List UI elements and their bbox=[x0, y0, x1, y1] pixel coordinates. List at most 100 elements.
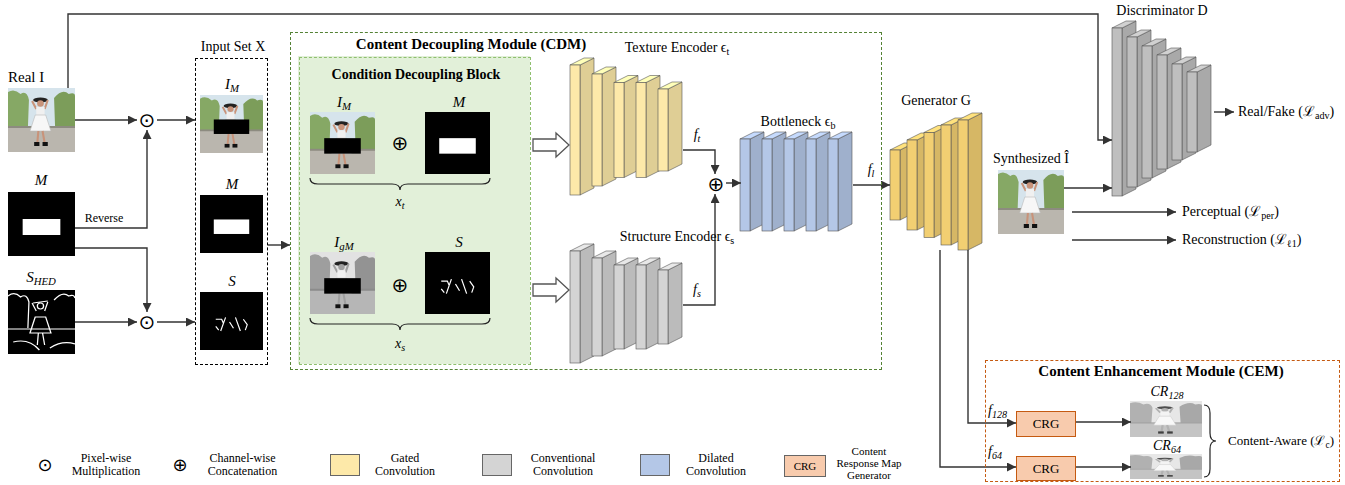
edge-label: Reverse bbox=[83, 211, 126, 226]
layer-stack bbox=[890, 113, 982, 250]
response-map-thumbnail bbox=[1130, 401, 1202, 437]
math-label: f bbox=[988, 403, 992, 418]
layer-front bbox=[958, 120, 968, 250]
layer-front bbox=[806, 139, 816, 231]
operator-symbol: ⊕ bbox=[392, 131, 409, 155]
node-label: CR bbox=[1150, 384, 1168, 399]
heading: IM bbox=[225, 76, 239, 93]
layer-front bbox=[1187, 72, 1197, 152]
layer-front bbox=[1142, 46, 1152, 178]
layer-front bbox=[592, 258, 602, 356]
layer-top bbox=[958, 113, 982, 120]
label-group: ⊕ bbox=[392, 132, 409, 155]
layer-side bbox=[1152, 39, 1166, 178]
layer-top bbox=[570, 58, 594, 65]
math-label: ) bbox=[1329, 104, 1334, 119]
connector bbox=[75, 321, 137, 322]
image-panel: S bbox=[427, 254, 492, 316]
subscript: M bbox=[230, 83, 239, 95]
node-label: Condition Decoupling Block bbox=[332, 67, 501, 82]
layer-side bbox=[1182, 57, 1196, 160]
node-label: M bbox=[453, 94, 466, 110]
math-label: f bbox=[693, 282, 697, 297]
layer-top bbox=[658, 263, 682, 270]
heading: Bottleneck ϵb bbox=[761, 114, 836, 130]
layer-side bbox=[1137, 30, 1151, 187]
subscript: M bbox=[342, 101, 351, 113]
node-label: I bbox=[337, 94, 342, 110]
label-group: CRG bbox=[794, 460, 817, 473]
label-group: f128 bbox=[988, 403, 1007, 419]
layer-front bbox=[636, 265, 646, 349]
label-group: Reconstruction (ℒℓ1) bbox=[1182, 232, 1301, 248]
connector bbox=[157, 119, 195, 120]
node-label: S bbox=[228, 273, 236, 289]
layer-front bbox=[658, 270, 668, 344]
node-label: S bbox=[455, 234, 463, 250]
layer-stack bbox=[1112, 21, 1211, 196]
math-label: f bbox=[694, 127, 698, 142]
layer-front bbox=[570, 65, 580, 195]
response-map-thumbnail bbox=[1130, 454, 1202, 479]
connector bbox=[683, 194, 715, 305]
layer-top bbox=[636, 76, 660, 83]
subscript: gM bbox=[339, 241, 353, 253]
node-label: ⊙ bbox=[139, 310, 156, 334]
subscript: b bbox=[830, 120, 835, 131]
layer-front bbox=[1127, 37, 1137, 187]
legend-text: Dilated Convolution bbox=[676, 452, 756, 478]
layer-top bbox=[1172, 57, 1196, 64]
math-label: Perceptual (ℒ bbox=[1182, 204, 1261, 219]
heading: Discriminator D bbox=[1116, 3, 1207, 19]
layer-top bbox=[806, 132, 830, 139]
node-label: CRG bbox=[1033, 461, 1060, 476]
layer-top bbox=[658, 82, 682, 89]
math-label: ) bbox=[1330, 433, 1334, 448]
math-label: Content-Aware (ℒ bbox=[1228, 433, 1326, 448]
label-group: fs bbox=[693, 282, 701, 298]
legend-swatch bbox=[330, 454, 360, 476]
brace bbox=[310, 318, 490, 330]
node-label: M bbox=[35, 172, 48, 188]
node-label: Texture Encoder ϵ bbox=[625, 40, 727, 55]
mask-thumbnail bbox=[200, 195, 263, 253]
layer-front bbox=[740, 139, 750, 231]
layer-side bbox=[1167, 48, 1181, 169]
node-text: CRG bbox=[1033, 461, 1060, 477]
loss-arrow bbox=[1072, 211, 1176, 212]
image-panel: SHED bbox=[8, 290, 75, 354]
layer-front bbox=[784, 139, 794, 231]
concat-symbol: ⊕ bbox=[706, 174, 726, 194]
heading: S bbox=[228, 273, 236, 290]
layer-top bbox=[828, 132, 852, 139]
image-panel: IgM bbox=[312, 254, 377, 316]
masked-photo-thumbnail bbox=[310, 112, 375, 174]
math-label: Real/Fake (ℒ bbox=[1238, 104, 1315, 119]
layer-top bbox=[592, 67, 616, 74]
layer-top bbox=[636, 258, 660, 265]
discriminator-stack: Discriminator D bbox=[1112, 21, 1211, 196]
layer-front bbox=[636, 83, 646, 178]
layer-front bbox=[924, 133, 934, 238]
heading: IM bbox=[337, 94, 351, 111]
layer-top bbox=[740, 132, 764, 139]
subscript: HED bbox=[34, 276, 56, 288]
math-label: ) bbox=[1297, 232, 1302, 247]
math-label: ) bbox=[1274, 204, 1279, 219]
node-label: CR bbox=[1153, 438, 1171, 453]
layer-stack bbox=[740, 132, 852, 231]
math-label: t bbox=[698, 133, 701, 144]
node-label: I bbox=[225, 76, 230, 92]
node-text: ⊙ bbox=[139, 110, 156, 130]
heading: CR128 bbox=[1150, 384, 1183, 400]
operator-symbol: ⊙ bbox=[37, 454, 52, 475]
connector bbox=[75, 119, 137, 120]
heading: IgM bbox=[334, 234, 353, 251]
layer-top bbox=[614, 76, 638, 83]
image-panel: IM bbox=[312, 114, 377, 176]
layer-stack bbox=[570, 58, 682, 195]
math-label: s bbox=[697, 288, 701, 299]
heading: Content Decoupling Module (CDM) bbox=[356, 36, 586, 53]
encoder-stack: Texture Encoder ϵt bbox=[571, 59, 683, 196]
